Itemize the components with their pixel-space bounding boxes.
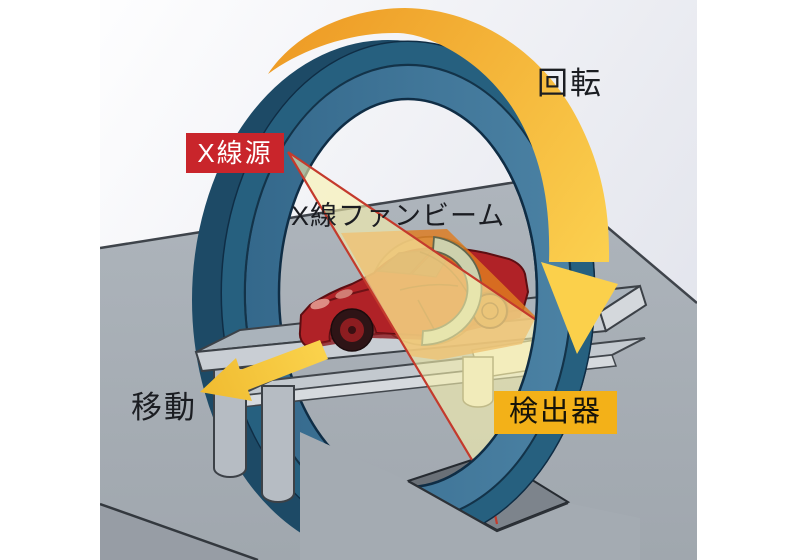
floor-front-patch [300, 432, 640, 560]
car-front-wheel [330, 308, 374, 352]
car-headlight [335, 289, 353, 299]
rotation-arrowhead [541, 262, 618, 354]
rotation-arrow [268, 8, 618, 354]
fan-beam-label: X線ファンビーム [291, 201, 506, 231]
detector-label: 検出器 [494, 391, 617, 434]
xray-source-label: X線源 [186, 133, 284, 173]
rotation-label: 回転 [537, 66, 603, 101]
movement-arrow [200, 340, 328, 401]
movement-label: 移動 [131, 390, 197, 425]
table-leg [261, 385, 295, 503]
car-headlight [310, 298, 330, 310]
